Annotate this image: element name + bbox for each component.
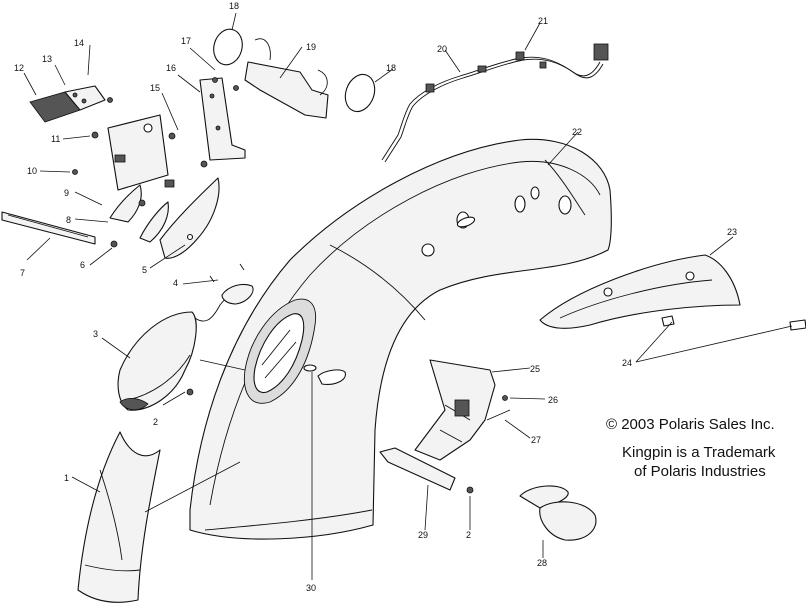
callout-15: 15 (150, 83, 160, 93)
license-bracket (107, 114, 175, 191)
callout-4: 4 (173, 278, 178, 288)
callout-2b: 2 (466, 530, 471, 540)
rear-reflector (519, 485, 597, 541)
callout-29: 29 (418, 530, 428, 540)
callout-2: 2 (153, 417, 158, 427)
trademark-note-line2: of Polaris Industries (634, 463, 766, 480)
lower-strip (379, 447, 474, 494)
callout-19: 19 (306, 42, 316, 52)
callout-6: 6 (80, 260, 85, 270)
callout-16: 16 (166, 63, 176, 73)
license-pocket (243, 298, 346, 404)
lower-bracket (159, 177, 220, 259)
callout-9: 9 (64, 188, 69, 198)
mount-bracket (414, 359, 511, 461)
callout-1: 1 (64, 473, 69, 483)
callout-3: 3 (93, 329, 98, 339)
callout-labels: 1 2 2 3 4 5 6 7 8 9 10 11 12 13 14 15 16… (14, 1, 737, 593)
upright-bracket (199, 77, 246, 161)
tail-light-housing (117, 291, 241, 411)
fasteners (72, 132, 208, 396)
callout-11: 11 (51, 134, 60, 144)
copyright-note: © 2003 Polaris Sales Inc. (606, 416, 775, 433)
callout-27: 27 (531, 435, 541, 445)
callout-12: 12 (14, 63, 24, 73)
callout-18b: 18 (386, 63, 396, 73)
callout-22: 22 (572, 127, 582, 137)
callout-26: 26 (548, 395, 558, 405)
callout-8: 8 (66, 215, 71, 225)
fender-extension (77, 431, 161, 603)
callout-24: 24 (622, 358, 632, 368)
tail-lens (29, 85, 113, 139)
callout-10: 10 (27, 166, 37, 176)
wire-harness (381, 43, 609, 163)
reflector-strip (1, 211, 96, 245)
bolts (661, 315, 806, 331)
trademark-note-line1: Kingpin is a Trademark (622, 444, 776, 461)
callout-23: 23 (727, 227, 737, 237)
callout-28: 28 (537, 558, 547, 568)
upper-light-bracket (213, 28, 376, 119)
tail-light-bulb (209, 263, 254, 305)
callout-14: 14 (74, 38, 84, 48)
callout-20: 20 (437, 44, 447, 54)
callout-30: 30 (306, 583, 316, 593)
callout-7: 7 (20, 268, 25, 278)
leader-lines (23, 12, 793, 580)
reflector-bracket (109, 184, 169, 243)
rear-fender (189, 138, 612, 540)
callout-18: 18 (229, 1, 239, 11)
callout-21: 21 (538, 16, 548, 26)
callout-25: 25 (530, 364, 540, 374)
callout-17: 17 (181, 36, 191, 46)
fender-trim (539, 254, 741, 329)
callout-5: 5 (142, 265, 147, 275)
callout-13: 13 (42, 54, 52, 64)
